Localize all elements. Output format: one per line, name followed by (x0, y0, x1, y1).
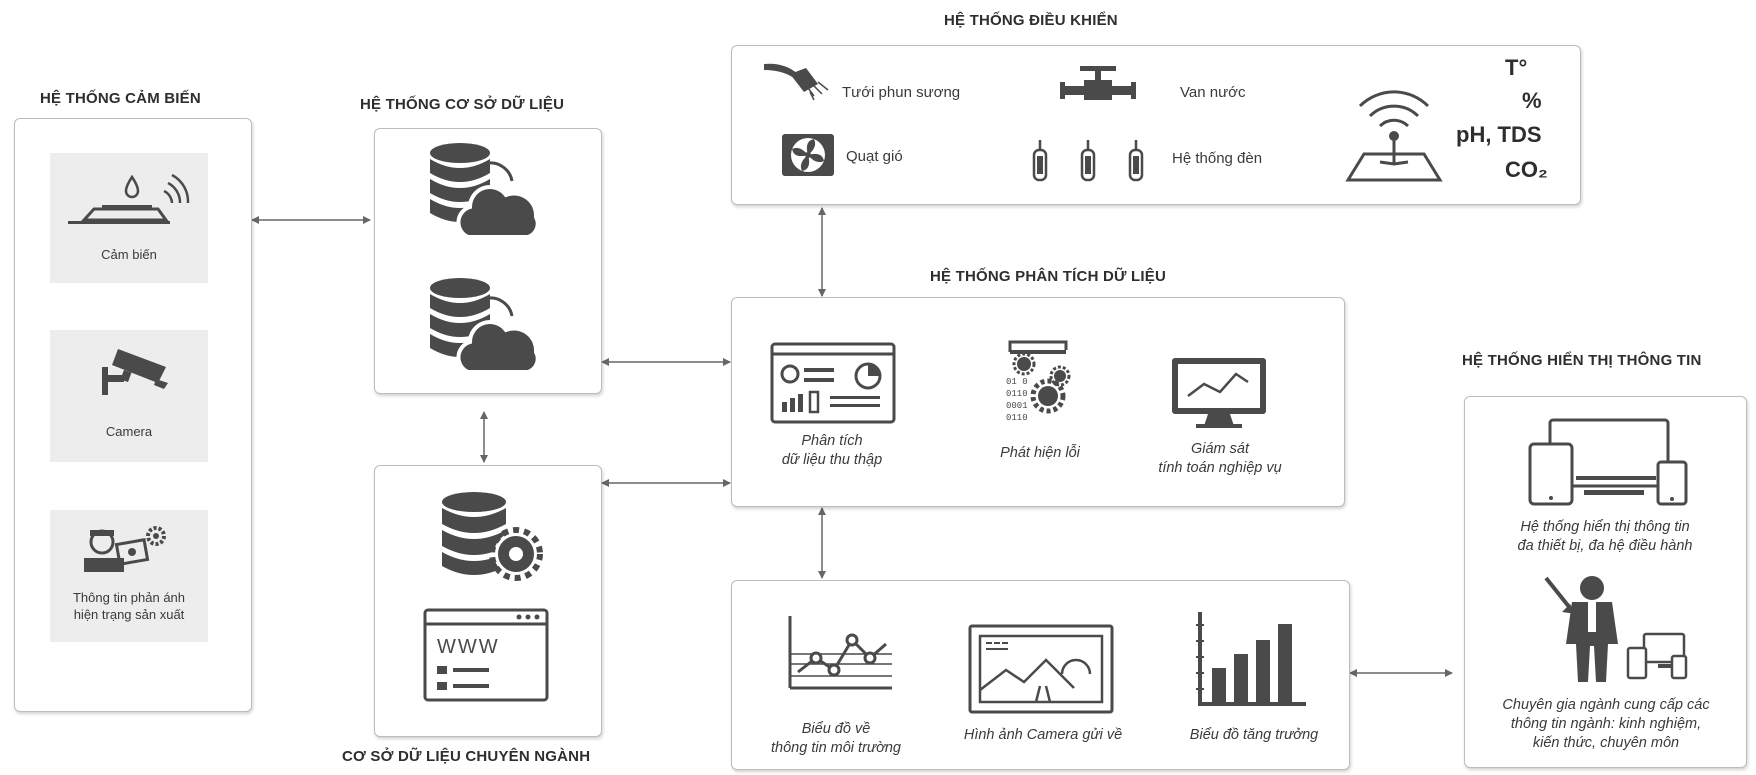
display-system-title: HỆ THỐNG HIỂN THỊ THÔNG TIN (1462, 352, 1702, 369)
specialized-db-title: CƠ SỞ DỮ LIỆU CHUYÊN NGÀNH (342, 748, 591, 765)
mist-label: Tưới phun sương (842, 84, 961, 101)
expert-icon (1544, 576, 1688, 682)
dashboard-icon (770, 342, 896, 424)
valve-label: Van nước (1180, 84, 1246, 101)
camera-images-label: Hình ảnh Camera gửi về (963, 727, 1123, 743)
sensor-icon (68, 173, 190, 224)
humidity-label: % (1522, 88, 1542, 113)
environment-chart-icon (788, 616, 892, 690)
feedback-tile (50, 510, 208, 642)
svg-text:0110: 0110 (1006, 389, 1028, 399)
collect-analysis-label-line2: dữ liệu thu thập (781, 452, 883, 468)
monitor-chart-icon (1172, 358, 1266, 428)
worker-report-icon (84, 526, 166, 572)
database-cloud-icon-2 (430, 278, 540, 374)
valve-icon (1060, 66, 1136, 100)
multi-device-label-line2: đa thiết bị, đa hệ điều hành (1517, 538, 1693, 554)
temperature-label: T° (1505, 55, 1528, 80)
database-cloud-icon-1 (430, 143, 540, 239)
lights-label: Hệ thống đèn (1172, 150, 1263, 167)
ph-tds-label: pH, TDS (1456, 122, 1542, 147)
multi-device-icon (1528, 418, 1688, 506)
control-system-title: HỆ THỐNG ĐIỀU KHIỂN (944, 12, 1118, 29)
web-page-icon: WWW (423, 608, 549, 702)
control-system-panel (731, 45, 1581, 205)
co2-label: CO₂ (1505, 157, 1548, 182)
feedback-label-line2: hiện trạng sản xuất (73, 607, 185, 622)
multi-device-label-line1: Hệ thống hiển thị thông tin (1520, 519, 1690, 535)
sensor-system-title: HỆ THỐNG CẢM BIẾN (40, 90, 201, 107)
wireless-sensor-icon (1345, 90, 1443, 182)
growth-chart-label: Biểu đồ tăng trưởng (1189, 727, 1319, 743)
error-detection-icon: 01 0 0110 0001 0110 (1006, 340, 1071, 423)
lamp-icon (1032, 140, 1144, 182)
error-detection-label: Phát hiện lỗi (1000, 445, 1080, 461)
shower-icon (764, 63, 829, 101)
expert-label-line3: kiến thức, chuyên môn (1532, 735, 1680, 751)
analysis-system-title: HỆ THỐNG PHÂN TÍCH DỮ LIỆU (930, 268, 1166, 285)
camera-label: Camera (105, 424, 153, 439)
svg-text:WWW: WWW (437, 636, 500, 658)
database-system-title: HỆ THỐNG CƠ SỞ DỮ LIỆU (360, 96, 565, 113)
feedback-label-line1: Thông tin phản ánh (72, 590, 186, 605)
sensor-label: Cảm biến (101, 247, 157, 262)
svg-text:0001: 0001 (1006, 401, 1028, 411)
monitor-label-line1: Giám sát (1190, 441, 1249, 457)
environment-chart-label-line1: Biểu đồ về (801, 721, 871, 737)
collect-analysis-label-line1: Phân tích (801, 433, 863, 449)
environment-chart-label-line2: thông tin môi trường (771, 740, 901, 756)
svg-text:0110: 0110 (1006, 413, 1028, 423)
expert-label-line1: Chuyên gia ngành cung cấp các (1502, 697, 1710, 713)
monitor-label-line2: tính toán nghiệp vụ (1158, 460, 1282, 476)
svg-text:01 0: 01 0 (1006, 377, 1028, 387)
database-gear-icon (442, 492, 543, 581)
fan-icon (782, 134, 834, 176)
camera-icon (102, 349, 168, 395)
fan-label: Quạt gió (846, 148, 903, 165)
expert-label-line2: thông tin ngành: kinh nghiệm, (1510, 716, 1702, 732)
growth-chart-icon (1196, 612, 1306, 706)
sensor-tile (50, 153, 208, 283)
camera-tile (50, 330, 208, 462)
camera-image-icon (968, 624, 1114, 714)
